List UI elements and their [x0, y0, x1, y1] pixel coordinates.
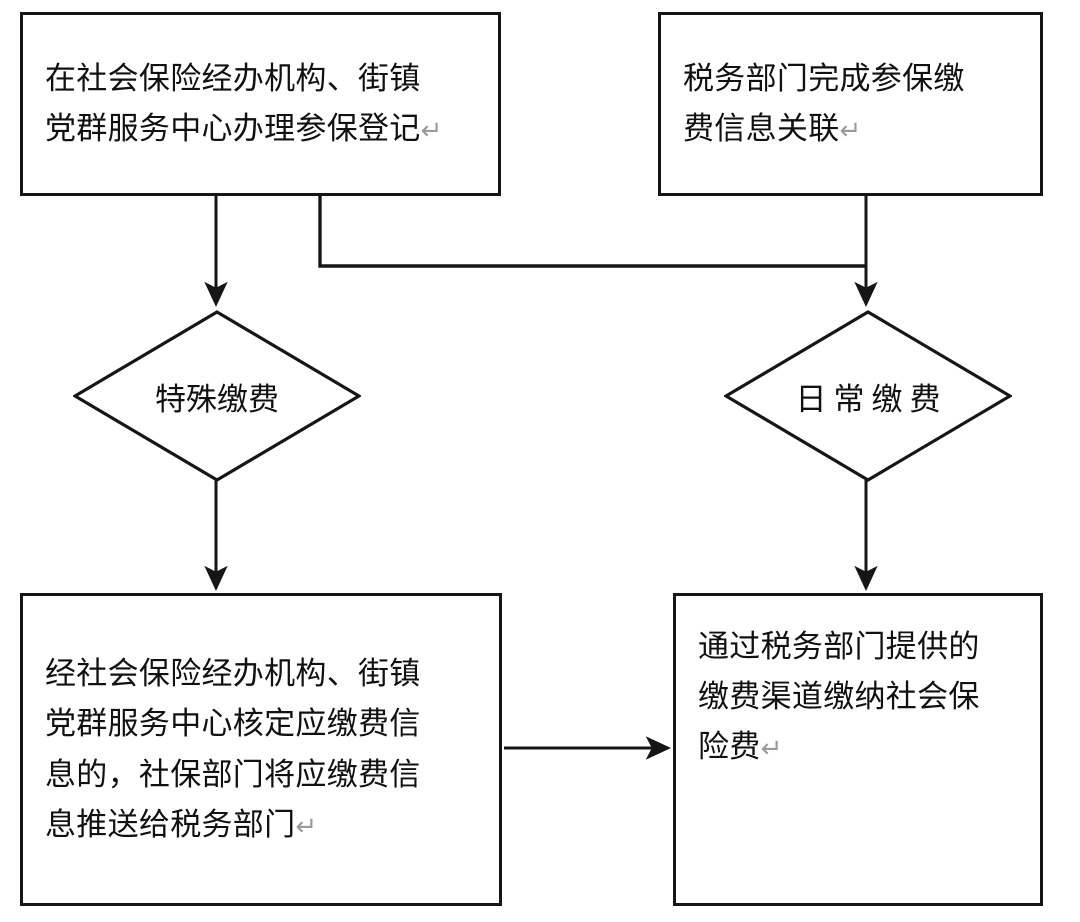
box-pay-channel-text: 通过税务部门提供的缴费渠道缴纳社会保险费↵: [676, 596, 1040, 773]
box-pay-channel-line2: 缴费渠道缴纳社会保: [698, 679, 980, 715]
diamond-daily-label: 日常缴费: [795, 381, 948, 417]
node-box-tax-link[interactable]: 税务部门完成参保缴费信息关联↵: [658, 12, 1043, 196]
node-diamond-special[interactable]: 特殊缴费: [73, 310, 361, 482]
box-push-info-text: 经社会保险经办机构、街镇党群服务中心核定应缴费信息的，社保部门将应缴费信息推送给…: [23, 649, 499, 850]
box-tax-link-text: 税务部门完成参保缴费信息关联↵: [661, 54, 1040, 154]
node-box-pay-channel[interactable]: 通过税务部门提供的缴费渠道缴纳社会保险费↵: [673, 593, 1043, 906]
box-register-text: 在社会保险经办机构、街镇党群服务中心办理参保登记↵: [23, 54, 498, 154]
pilcrow-icon: ↵: [760, 734, 783, 765]
node-box-push-info[interactable]: 经社会保险经办机构、街镇党群服务中心核定应缴费信息的，社保部门将应缴费信息推送给…: [20, 593, 502, 906]
box-pay-channel-line1: 通过税务部门提供的: [698, 629, 980, 664]
box-pay-channel-line3: 险费: [698, 729, 761, 765]
box-register-line1: 在社会保险经办机构、街镇: [45, 60, 421, 96]
diamond-shape: [73, 310, 361, 482]
box-push-info-line3: 息的，社保部门将应缴费信: [45, 756, 421, 792]
box-push-info-line2: 党群服务中心核定应缴费信: [45, 706, 421, 742]
box-tax-link-line2: 费信息关联: [683, 111, 840, 146]
node-diamond-daily[interactable]: 日常缴费: [724, 310, 1012, 482]
box-tax-link-line1: 税务部门完成参保缴: [683, 60, 965, 96]
pilcrow-icon: ↵: [420, 116, 443, 146]
pilcrow-icon: ↵: [839, 116, 862, 146]
diamond-shape: [724, 310, 1012, 482]
box-register-line2: 党群服务中心办理参保登记: [45, 111, 421, 146]
node-box-register[interactable]: 在社会保险经办机构、街镇党群服务中心办理参保登记↵: [20, 12, 501, 196]
box-push-info-line1: 经社会保险经办机构、街镇: [45, 656, 421, 692]
pilcrow-icon: ↵: [295, 811, 318, 842]
edge-register-to-daily: [318, 196, 866, 268]
diamond-special-label: 特殊缴费: [155, 381, 279, 417]
box-push-info-line4: 息推送给税务部门: [45, 806, 296, 842]
